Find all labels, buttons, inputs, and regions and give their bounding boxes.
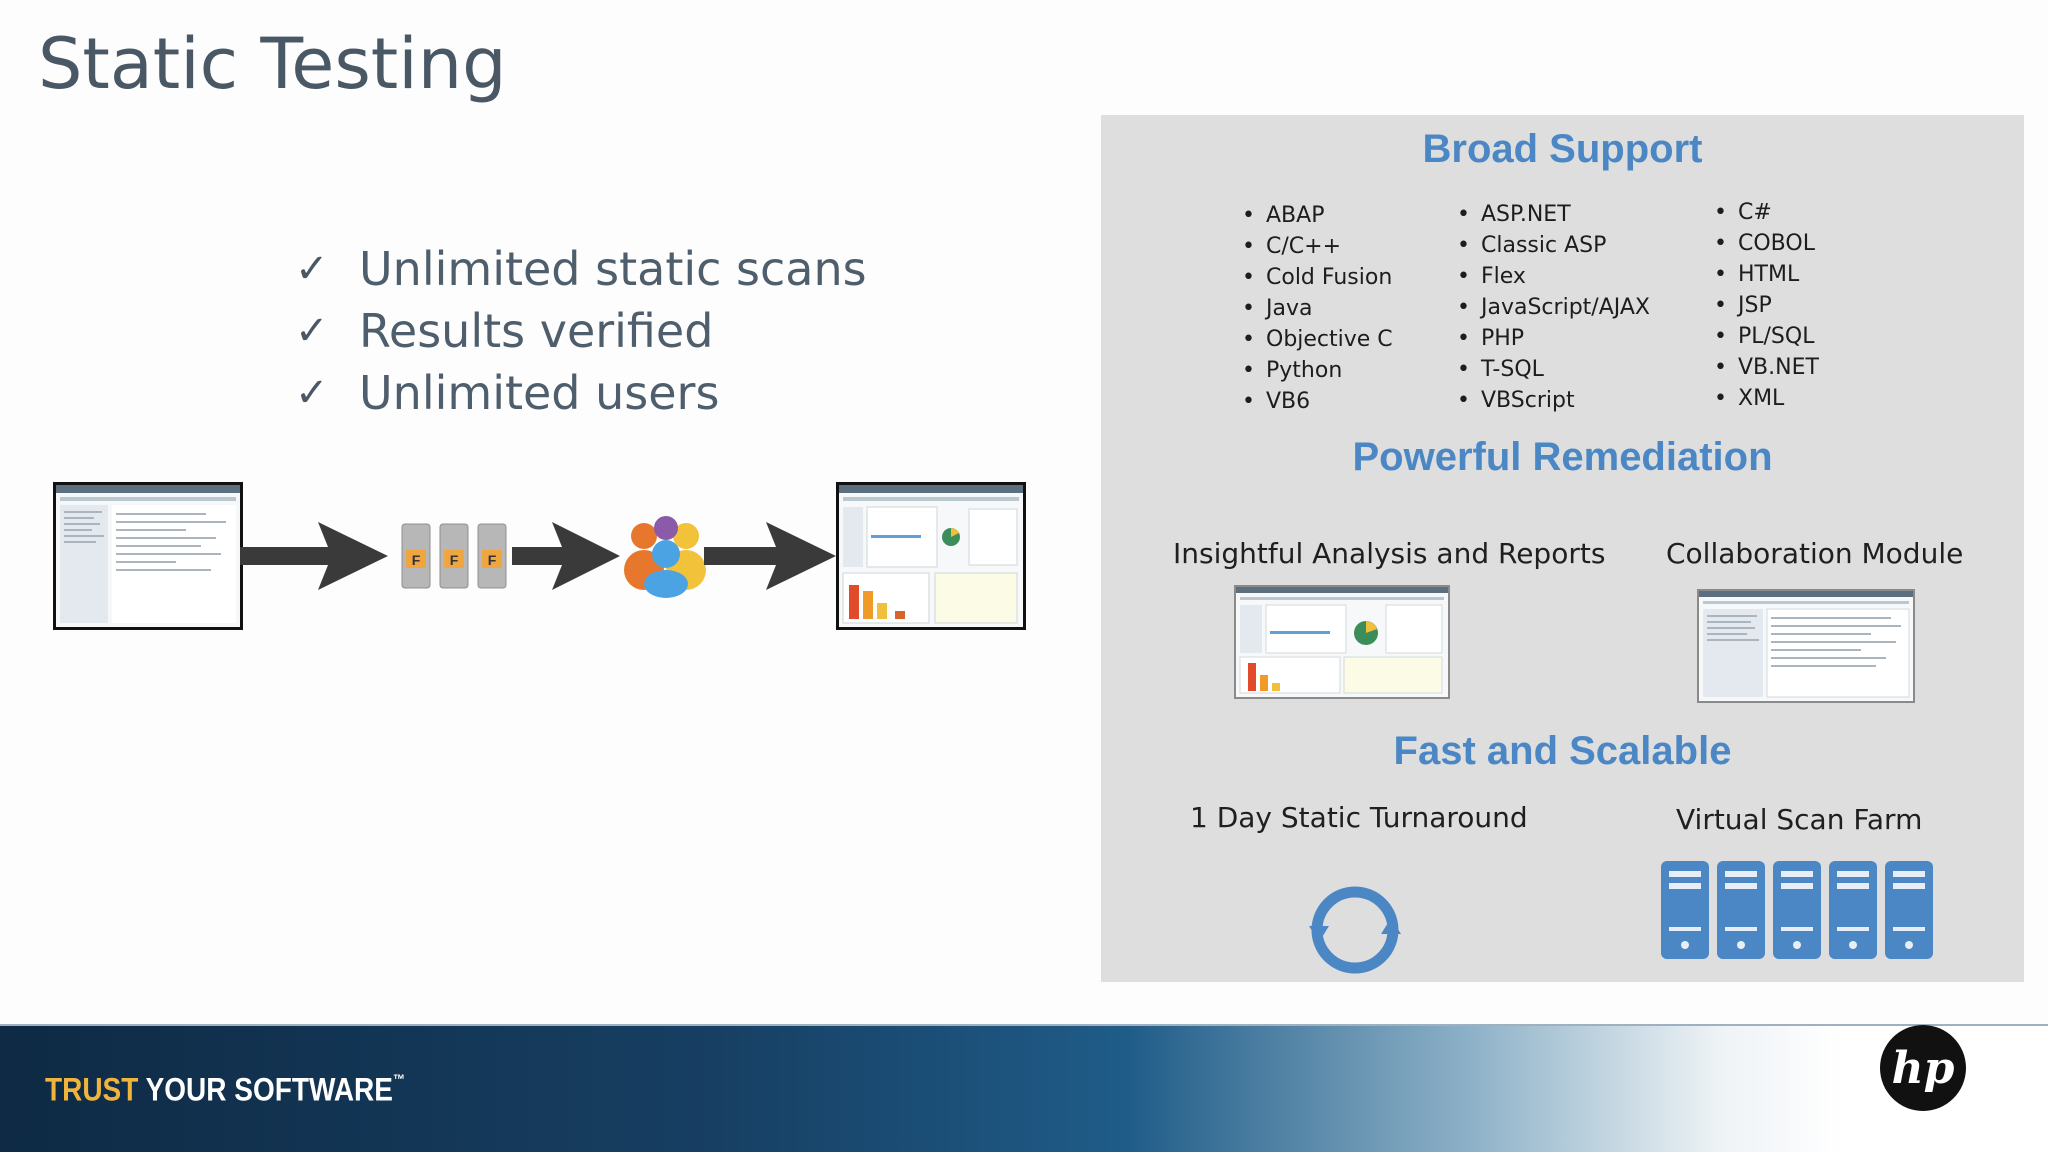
list-item: •VBScript <box>1457 388 1575 413</box>
check-icon: ✓ <box>295 308 329 354</box>
analysis-reports-image <box>1234 585 1450 699</box>
list-item: •Java <box>1242 296 1313 321</box>
collaboration-thumbnail-icon <box>1699 591 1913 701</box>
list-item: •T-SQL <box>1457 357 1544 382</box>
server-farm-icon <box>1661 861 1933 959</box>
svg-text:F: F <box>412 552 421 568</box>
collaboration-module-label: Collaboration Module <box>1666 537 1964 570</box>
list-item: •C# <box>1714 200 1772 225</box>
list-item: •Python <box>1242 358 1343 383</box>
checklist-item: ✓ Unlimited users <box>295 362 867 424</box>
language-list-col1: •ABAP •C/C++ •Cold Fusion •Java •Objecti… <box>1242 200 1393 417</box>
check-icon: ✓ <box>295 246 329 292</box>
list-item: •ABAP <box>1242 203 1325 228</box>
list-item: •COBOL <box>1714 231 1815 256</box>
list-item: •Objective C <box>1242 327 1393 352</box>
hp-logo-text: hp <box>1892 1043 1955 1094</box>
flow-arrow-icon <box>240 522 388 590</box>
turnaround-label: 1 Day Static Turnaround <box>1190 801 1528 834</box>
svg-text:F: F <box>488 552 497 568</box>
page-title: Static Testing <box>38 23 507 105</box>
flow-arrow-icon <box>512 522 620 590</box>
footer-tagline: TRUST YOUR SOFTWARE™ <box>45 1072 405 1109</box>
list-item: •XML <box>1714 386 1785 411</box>
checklist-text: Unlimited static scans <box>359 242 867 296</box>
tagline-trust: TRUST <box>45 1071 139 1108</box>
feature-panel: Broad Support •ABAP •C/C++ •Cold Fusion … <box>1101 115 2024 982</box>
dashboard-thumbnail-icon <box>839 485 1023 627</box>
flow-arrow-icon <box>704 522 836 590</box>
list-item: •VB.NET <box>1714 355 1819 380</box>
checklist-text: Results verified <box>359 304 714 358</box>
footer-divider <box>0 1024 2048 1027</box>
language-list-col3: •C# •COBOL •HTML •JSP •PL/SQL •VB.NET •X… <box>1714 197 1819 414</box>
remediation-heading: Powerful Remediation <box>1352 435 1773 479</box>
hp-logo-icon: hp <box>1880 1025 1966 1111</box>
list-item: •Flex <box>1457 264 1526 289</box>
list-item: •HTML <box>1714 262 1800 287</box>
list-item: •Cold Fusion <box>1242 265 1393 290</box>
list-item: •C/C++ <box>1242 234 1342 259</box>
scan-servers-icon: F F F <box>401 523 507 589</box>
list-item: •PL/SQL <box>1714 324 1815 349</box>
feature-checklist: ✓ Unlimited static scans ✓ Results verif… <box>295 238 867 424</box>
checklist-text: Unlimited users <box>359 366 720 420</box>
results-dashboard-image <box>836 482 1026 630</box>
list-item: •JavaScript/AJAX <box>1457 295 1650 320</box>
list-item: •Classic ASP <box>1457 233 1607 258</box>
list-item: •PHP <box>1457 326 1525 351</box>
language-list-col2: •ASP.NET •Classic ASP •Flex •JavaScript/… <box>1457 199 1650 416</box>
list-item: •VB6 <box>1242 389 1311 414</box>
trademark-symbol: ™ <box>392 1071 405 1088</box>
tagline-rest: YOUR SOFTWARE <box>138 1071 393 1108</box>
list-item: •JSP <box>1714 293 1772 318</box>
svg-text:F: F <box>450 552 459 568</box>
analysis-reports-label: Insightful Analysis and Reports <box>1173 537 1606 570</box>
footer-banner <box>0 1026 2048 1152</box>
check-icon: ✓ <box>295 370 329 416</box>
broad-support-heading: Broad Support <box>1422 127 1703 171</box>
scan-farm-label: Virtual Scan Farm <box>1676 803 1923 836</box>
checklist-item: ✓ Unlimited static scans <box>295 238 867 300</box>
checklist-item: ✓ Results verified <box>295 300 867 362</box>
source-code-screen-image <box>53 482 243 630</box>
screen-thumbnail-icon <box>56 485 240 627</box>
refresh-cycle-icon <box>1309 886 1401 974</box>
list-item: •ASP.NET <box>1457 202 1571 227</box>
collaboration-module-image <box>1697 589 1915 703</box>
fast-scalable-heading: Fast and Scalable <box>1393 729 1732 773</box>
report-thumbnail-icon <box>1236 587 1448 697</box>
users-group-icon <box>624 516 706 598</box>
